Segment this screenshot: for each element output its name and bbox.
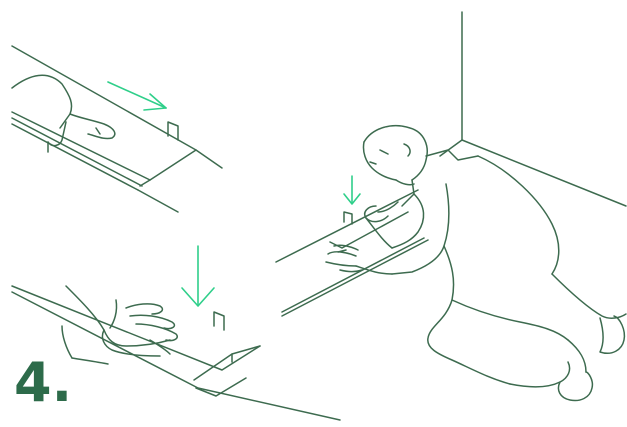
- press-down-arrow-icon: [344, 176, 360, 204]
- plank-right: [276, 190, 428, 316]
- man-kneeling-installing-floor-icon: [326, 126, 626, 401]
- step-number: 4.: [14, 356, 72, 410]
- panel-kneeling-installer: [276, 12, 626, 401]
- hands-pressing-plank-icon: [62, 286, 177, 364]
- tongue-tab: [214, 312, 224, 330]
- press-down-arrow-icon: [182, 246, 214, 306]
- tongue-tab: [344, 212, 352, 224]
- panel-push-plank: [12, 46, 222, 212]
- room-corner: [440, 12, 626, 206]
- plank-top-left: [12, 46, 222, 212]
- hand-pushing-plank-icon: [12, 75, 115, 152]
